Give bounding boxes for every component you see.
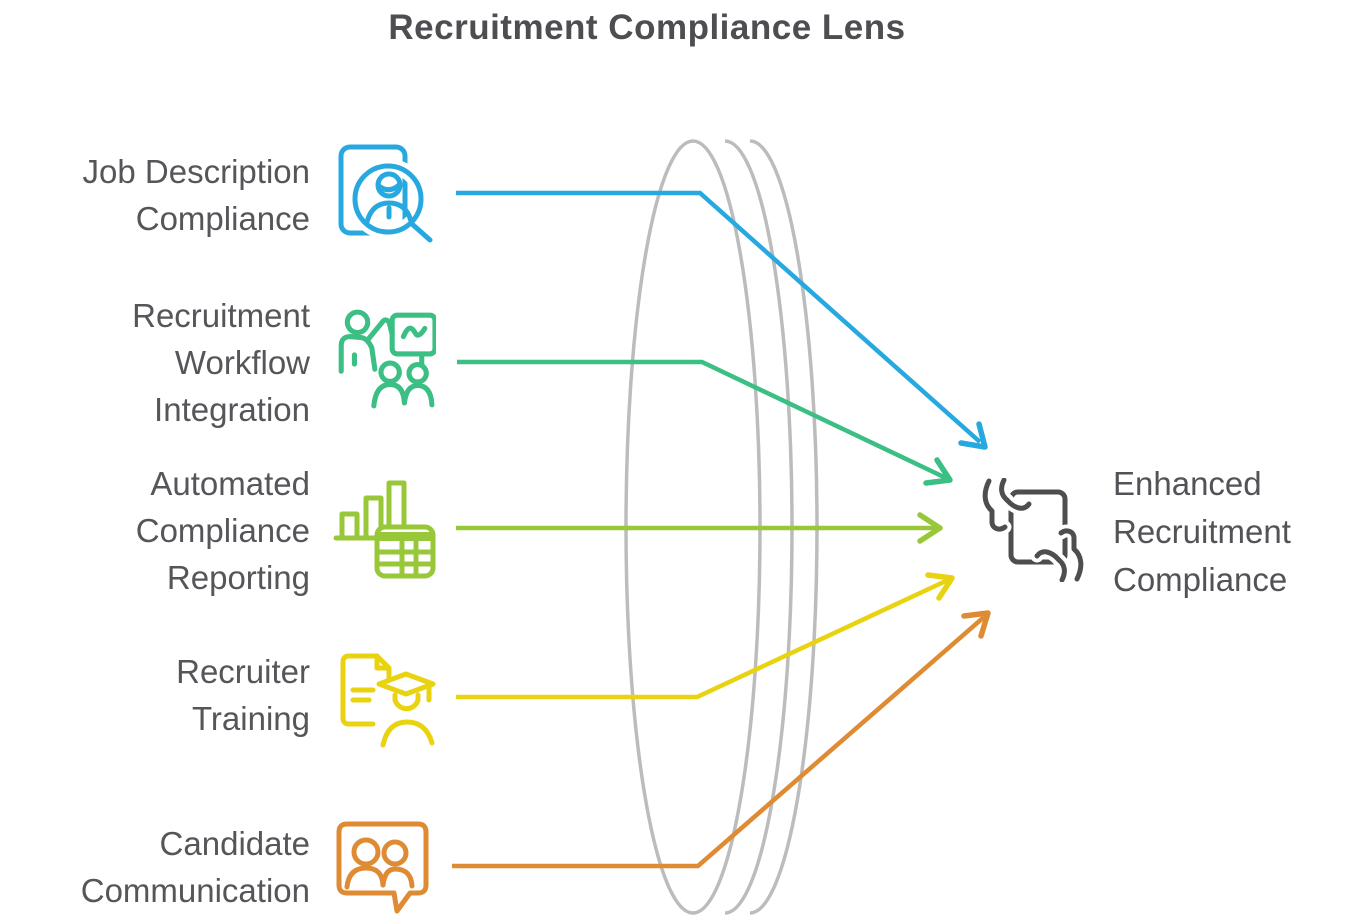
speech-bubble xyxy=(336,821,429,914)
magnifier-circle xyxy=(352,163,424,235)
graduate-shoulders xyxy=(380,719,435,748)
presentation-people-icon xyxy=(338,309,436,409)
bar-3 xyxy=(386,480,407,539)
person-head-2 xyxy=(381,839,409,867)
item-label-recruiter-training: Recruiter Training xyxy=(176,653,310,737)
bar-chart-table-icon xyxy=(333,480,436,579)
presenter-body xyxy=(338,334,378,374)
arrowhead-communication xyxy=(961,610,991,639)
left-hand-thumb xyxy=(1004,497,1032,511)
face-line xyxy=(376,182,402,193)
item-label-recruitment-workflow-integration: Recruitment Workflow Integration xyxy=(132,297,310,428)
document-graduate-icon xyxy=(340,653,436,748)
connector-rays xyxy=(452,190,986,869)
left-hand-palm xyxy=(982,478,1008,532)
document-shape xyxy=(340,653,380,727)
item-label-automated-compliance-reporting: Automated Compliance Reporting xyxy=(135,465,310,596)
audience-shoulders-1 xyxy=(371,381,407,409)
document-fold xyxy=(374,653,392,671)
bar-2 xyxy=(363,495,384,539)
item-label-candidate-communication: Candidate Communication xyxy=(80,825,310,909)
document-person-magnifier-icon xyxy=(338,144,433,243)
arrowhead-job-description xyxy=(958,421,988,450)
right-hand-thumb xyxy=(1034,549,1062,563)
right-hand-palm xyxy=(1058,528,1084,582)
chat-people-icon xyxy=(336,821,429,914)
board-chart-squiggle xyxy=(400,325,428,340)
ray-job-description xyxy=(456,190,982,444)
person-head-1 xyxy=(351,837,381,867)
arrowhead-training xyxy=(925,572,955,601)
ray-training xyxy=(456,577,949,700)
arrowhead-workflow xyxy=(923,457,953,486)
page-title: Recruitment Compliance Lens xyxy=(388,8,906,47)
person-shoulders xyxy=(364,200,414,225)
audience-head-1 xyxy=(378,360,402,384)
arrowhead-reporting xyxy=(917,512,943,544)
presenter-arm xyxy=(366,317,395,342)
presenter-head xyxy=(344,309,371,336)
ray-workflow xyxy=(457,359,947,481)
table-header-band xyxy=(377,532,433,541)
graduation-cap xyxy=(376,671,436,697)
magnifier-handle xyxy=(409,221,433,243)
item-label-job-description-compliance: Job Description Compliance xyxy=(82,153,310,237)
bar-1 xyxy=(339,511,360,539)
person-shoulders-1 xyxy=(344,865,386,890)
audience-head-2 xyxy=(406,362,429,385)
person-shoulders-2 xyxy=(380,866,415,889)
hands-holding-document-icon xyxy=(981,478,1085,582)
audience-shoulders-2 xyxy=(401,382,435,408)
ray-communication xyxy=(452,615,986,869)
arrowheads xyxy=(917,421,991,639)
result-label-enhanced-recruitment-compliance: Enhanced Recruitment Compliance xyxy=(1113,465,1291,598)
graduate-head xyxy=(392,692,421,711)
